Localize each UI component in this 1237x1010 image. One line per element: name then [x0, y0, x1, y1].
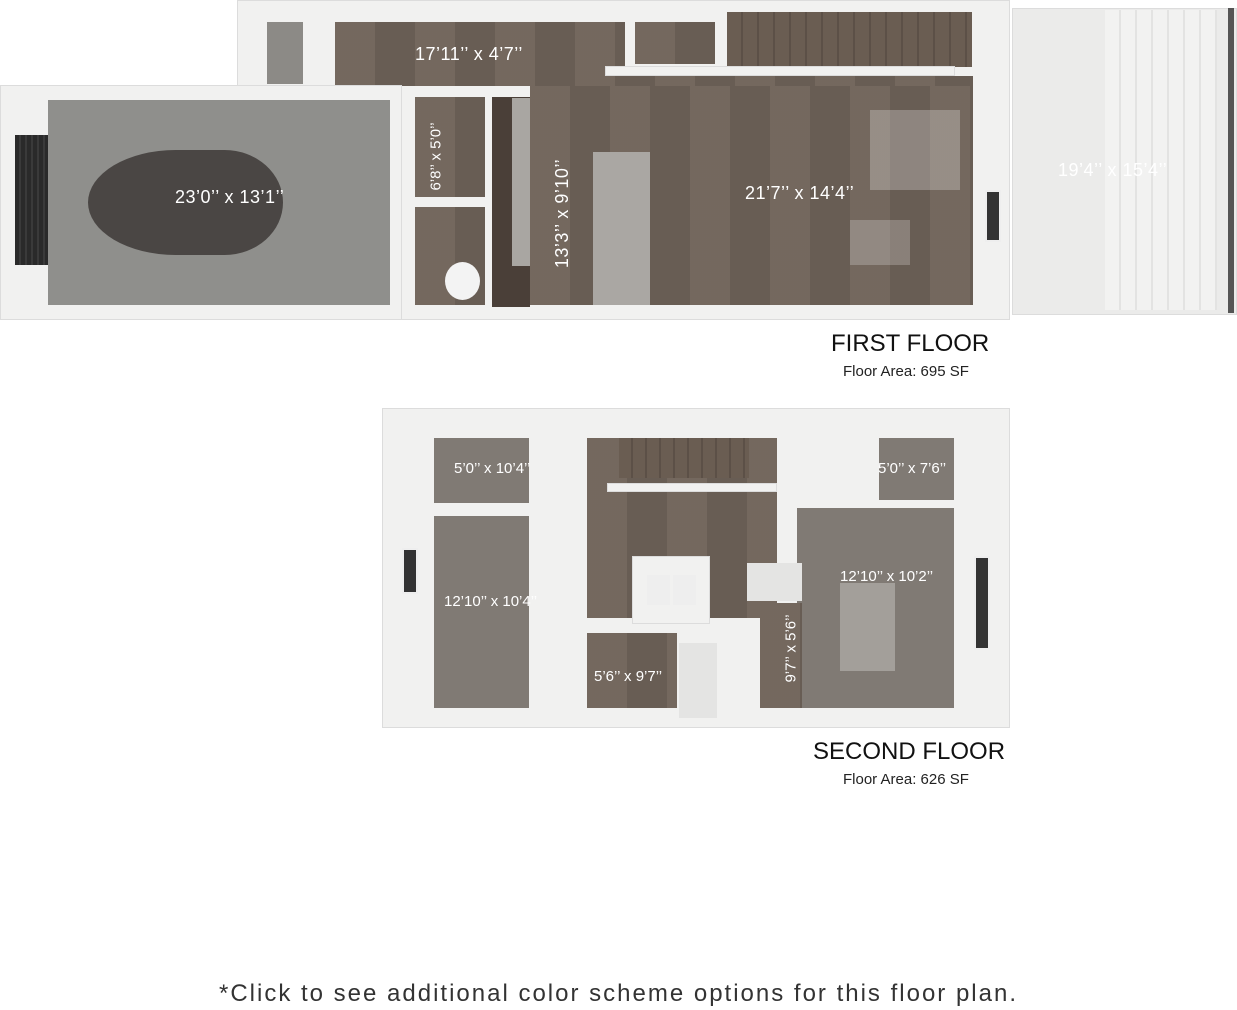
window-icon [402, 548, 418, 594]
window-icon [974, 556, 990, 650]
kitchen-counter [512, 98, 530, 266]
room-label-bath-left: 5’6’’ x 9’7’’ [594, 668, 663, 685]
room-label-bedroom-right: 12’10’’ x 10’2’’ [840, 568, 934, 585]
laundry-closet [632, 556, 710, 624]
closet-right-floor [879, 438, 954, 500]
car-icon [88, 150, 283, 255]
staircase [727, 12, 972, 67]
garage-door [15, 135, 48, 265]
staircase [619, 438, 749, 478]
closet-left-floor [434, 438, 529, 503]
sunlight-patch [840, 583, 895, 671]
sunlight-patch [870, 110, 960, 190]
room-label-bedroom-left: 12’10’’ x 10’4’’ [444, 593, 538, 610]
washer-icon [647, 575, 670, 605]
patio-floor [1105, 10, 1217, 310]
room-label-entry-hall: 17’11’’ x 4’7’’ [415, 44, 523, 64]
second-floor-plan[interactable]: 5’0’’ x 10’4’’ 5’0’’ x 7’6’’ 12’10’’ x 1… [382, 408, 1010, 728]
color-scheme-link[interactable]: *Click to see additional color scheme op… [218, 980, 1018, 1007]
first-floor-title: FIRST FLOOR [831, 330, 990, 357]
bedroom-left-floor [434, 516, 529, 708]
stair-rail [607, 483, 777, 492]
entry-hall-floor [335, 22, 625, 84]
powder-bath-floor [415, 97, 485, 197]
second-floor-title: SECOND FLOOR [813, 738, 1006, 765]
side-corridor [267, 22, 303, 84]
room-label-closet-right: 5’0’’ x 7’6’’ [878, 460, 947, 477]
room-label-patio: 19’4’’ x 15’4’’ [1058, 160, 1168, 180]
room-label-kitchen: 13’3’’ x 9’10’’ [552, 158, 573, 269]
room-label-closet-left: 5’0’’ x 10’4’’ [454, 460, 531, 477]
bath-right-floor [760, 603, 802, 708]
patio-railing [1228, 8, 1234, 313]
shower-left [679, 643, 717, 718]
closet-floor [635, 22, 715, 64]
stair-rail [605, 66, 955, 76]
kitchen-island [593, 152, 650, 305]
shower-right [747, 563, 802, 601]
dryer-icon [673, 575, 696, 605]
room-label-bath-right: 9’7’’ x 5’6’’ [782, 614, 800, 683]
room-label-garage: 23’0’’ x 13’1’’ [175, 187, 285, 207]
room-label-living: 21’7’’ x 14’4’’ [745, 183, 855, 203]
second-floor-area: Floor Area: 626 SF [843, 771, 969, 788]
first-floor-area: Floor Area: 695 SF [843, 363, 969, 380]
bath-left-floor [587, 633, 677, 708]
sunlight-patch [850, 220, 910, 265]
room-label-powder-bath: 6’8’’ x 5’0’’ [427, 122, 445, 191]
kitchen-side-floor [335, 76, 973, 86]
first-floor-plan[interactable]: 17’11’’ x 4’7’’ 23’0’’ x 13’1’’ 6’8’’ x … [0, 0, 1237, 322]
window-icon [985, 190, 1001, 242]
water-heater-icon [445, 262, 480, 300]
bedroom-right-floor [797, 508, 954, 708]
